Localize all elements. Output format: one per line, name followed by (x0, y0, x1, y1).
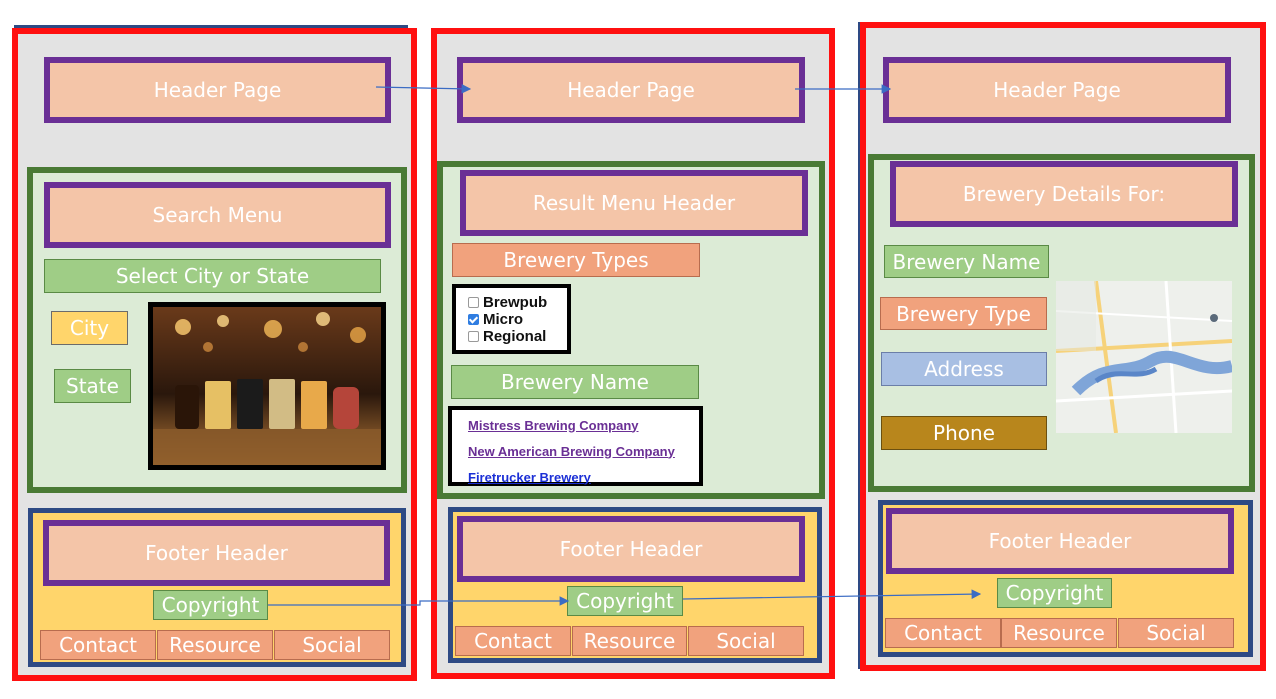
brewery-type-checklist: Brewpub Micro Regional (452, 284, 571, 354)
page3-social-label: Social (1146, 621, 1206, 645)
result-menu-header: Result Menu Header (460, 170, 808, 236)
brewery-types-text: Brewery Types (503, 248, 649, 272)
brewery-name-label: Brewery Name (451, 365, 699, 399)
brewpub-label: Brewpub (483, 294, 548, 311)
page1-footer-header: Footer Header (43, 520, 390, 586)
brewery-name-text: Brewery Name (501, 370, 649, 394)
state-label: State (66, 374, 119, 398)
detail-phone-text: Phone (933, 421, 995, 445)
beer-flight-image (153, 307, 381, 465)
page2-resource-link[interactable]: Resource (572, 626, 687, 656)
detail-brewery-name: Brewery Name (884, 245, 1049, 278)
micro-label: Micro (483, 311, 524, 328)
brewery-details-header-label: Brewery Details For: (962, 182, 1166, 206)
search-menu-label: Search Menu (152, 203, 283, 227)
page3-footer-header-label: Footer Header (988, 529, 1132, 553)
city-label: City (69, 316, 110, 340)
page3-copyright[interactable]: Copyright (997, 578, 1112, 608)
brewery-results-list: Mistress Brewing Company New American Br… (448, 406, 703, 486)
page2-social-link[interactable]: Social (688, 626, 804, 656)
page1-social-link[interactable]: Social (274, 630, 390, 660)
page2-footer-header: Footer Header (457, 516, 805, 582)
page1-social-label: Social (302, 633, 362, 657)
detail-brewery-type: Brewery Type (880, 297, 1047, 330)
checkbox-row-micro[interactable]: Micro (456, 311, 567, 328)
page2-copyright-label: Copyright (576, 589, 674, 613)
page2-header[interactable]: Header Page (457, 57, 805, 123)
checkbox-row-regional[interactable]: Regional (456, 328, 567, 345)
page3-social-link[interactable]: Social (1118, 618, 1234, 648)
page2-header-label: Header Page (567, 78, 695, 102)
map-thumbnail[interactable] (1056, 281, 1232, 433)
regional-checkbox[interactable] (468, 331, 479, 342)
brewery-link-mistress[interactable]: Mistress Brewing Company (468, 417, 639, 433)
page2-contact-label: Contact (474, 629, 552, 653)
detail-phone: Phone (881, 416, 1047, 450)
detail-brewery-name-text: Brewery Name (892, 249, 1041, 274)
detail-address: Address (881, 352, 1047, 386)
beer-flight-photo (148, 302, 386, 470)
page1-header-label: Header Page (153, 78, 282, 102)
page1-search-menu-header: Search Menu (44, 182, 391, 248)
checkbox-row-brewpub[interactable]: Brewpub (456, 294, 567, 311)
page1-copyright[interactable]: Copyright (153, 590, 268, 620)
page1-header[interactable]: Header Page (44, 57, 391, 123)
page1-resource-label: Resource (169, 633, 261, 657)
page2-resource-label: Resource (583, 629, 676, 653)
state-option[interactable]: State (54, 369, 131, 403)
brewery-details-header: Brewery Details For: (890, 161, 1238, 227)
select-city-state-label: Select City or State (44, 259, 381, 293)
arrow-copyright-2-to-3 (682, 589, 982, 600)
page3-contact-link[interactable]: Contact (885, 618, 1001, 648)
brewery-link-firetrucker[interactable]: Firetrucker Brewery (468, 469, 591, 485)
city-option[interactable]: City (51, 311, 128, 345)
page2-copyright[interactable]: Copyright (567, 586, 683, 616)
page2-footer-header-label: Footer Header (559, 537, 703, 561)
detail-address-text: Address (924, 357, 1004, 381)
page1-contact-label: Contact (59, 633, 137, 657)
brewery-link-new-american[interactable]: New American Brewing Company (468, 443, 675, 459)
arrow-copyright-1-to-2 (268, 596, 570, 606)
detail-brewery-type-text: Brewery Type (896, 301, 1031, 326)
page1-resource-link[interactable]: Resource (157, 630, 273, 660)
page1-copyright-label: Copyright (161, 593, 260, 617)
page3-copyright-label: Copyright (1005, 581, 1104, 605)
page1-top-rule (14, 25, 408, 28)
page3-contact-label: Contact (904, 621, 982, 645)
arrow-header-1-to-2 (375, 84, 472, 94)
page3-resource-label: Resource (1013, 621, 1105, 645)
page2-contact-link[interactable]: Contact (455, 626, 571, 656)
select-city-state-text: Select City or State (115, 264, 310, 288)
micro-checkbox[interactable] (468, 314, 479, 325)
brewpub-checkbox[interactable] (468, 297, 479, 308)
page3-left-rule (858, 22, 861, 669)
page3-header[interactable]: Header Page (883, 57, 1231, 123)
page1-contact-link[interactable]: Contact (40, 630, 156, 660)
page2-social-label: Social (716, 629, 776, 653)
result-menu-header-label: Result Menu Header (532, 191, 736, 215)
brewery-types-label: Brewery Types (452, 243, 700, 277)
regional-label: Regional (483, 328, 547, 345)
page3-resource-link[interactable]: Resource (1001, 618, 1117, 648)
page3-header-label: Header Page (993, 78, 1121, 102)
map-image (1056, 281, 1232, 433)
page3-footer-header: Footer Header (886, 508, 1234, 574)
page1-footer-header-label: Footer Header (145, 541, 288, 565)
